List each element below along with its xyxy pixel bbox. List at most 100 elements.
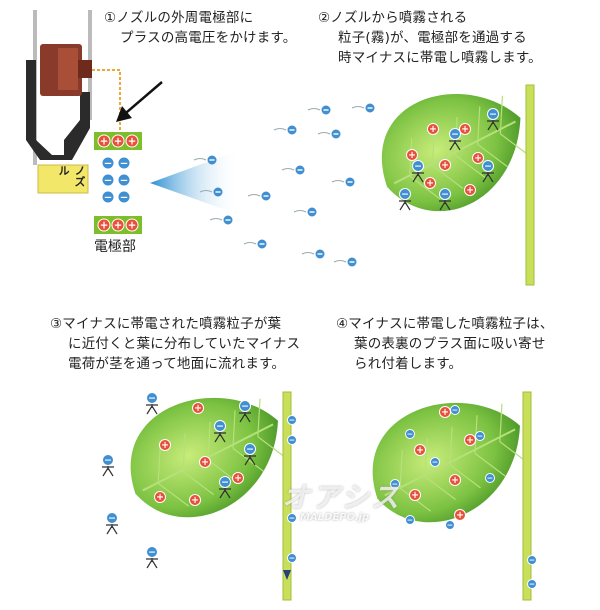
- svg-text:+: +: [474, 153, 482, 164]
- voltage-line: [92, 69, 121, 130]
- nozzle-tag: [37, 164, 89, 194]
- svg-text:+: +: [100, 136, 109, 147]
- svg-text:+: +: [128, 220, 137, 231]
- leaf3-minus-figure-1: −: [214, 420, 226, 443]
- svg-text:−: −: [529, 555, 535, 564]
- svg-text:−: −: [447, 520, 453, 529]
- leaf-panel-4: [372, 403, 531, 523]
- spray-cone: [150, 150, 240, 215]
- svg-text:−: −: [104, 455, 112, 466]
- leaf2-plus-3: +: [439, 159, 451, 171]
- stem-panel-2: [525, 84, 535, 286]
- nozzle-label: ノズル: [57, 165, 86, 187]
- leaf3-plus-1: +: [159, 439, 171, 451]
- svg-text:−: −: [289, 435, 295, 444]
- leaf4-plus-5: +: [454, 509, 466, 521]
- spray-droplet-3: [243, 239, 267, 249]
- svg-text:−: −: [529, 579, 535, 588]
- svg-text:−: −: [108, 513, 116, 524]
- svg-text:+: +: [100, 220, 109, 231]
- leaf3-plus-3: +: [154, 491, 166, 503]
- leaf2-minus-figure-3: −: [439, 188, 451, 211]
- svg-text:−: −: [104, 175, 113, 186]
- svg-text:−: −: [120, 175, 129, 186]
- svg-text:+: +: [114, 136, 123, 147]
- svg-text:+: +: [191, 495, 199, 506]
- svg-text:+: +: [408, 150, 416, 161]
- stem3-minus-0: −: [287, 415, 297, 425]
- electrode-bottom-plus-1: +: [111, 218, 125, 232]
- pointer-arrow-head: [116, 106, 132, 122]
- leaf4-minus-0: −: [450, 405, 460, 415]
- nozzle-clamp: [26, 60, 90, 160]
- svg-text:−: −: [401, 189, 409, 200]
- leaf3-plus-4: +: [189, 494, 201, 506]
- svg-text:−: −: [452, 405, 458, 414]
- svg-text:−: −: [487, 473, 493, 482]
- svg-text:−: −: [432, 457, 438, 466]
- svg-text:+: +: [411, 490, 419, 501]
- leaf3-minus-figure-3: −: [219, 476, 231, 499]
- spray-droplet-1: [199, 187, 223, 197]
- spray-droplet-9: [351, 103, 375, 113]
- nozzle-tip: [78, 60, 92, 78]
- step-4-line-3: られ付着します。: [354, 356, 463, 372]
- svg-text:−: −: [241, 401, 249, 412]
- step-3-line-3: 電荷が茎を通って地面に流れます。: [68, 356, 286, 372]
- svg-text:−: −: [246, 444, 254, 455]
- drift-figure-3: −: [146, 546, 158, 569]
- spray-droplet-0: [193, 155, 217, 165]
- step-4-text: ④マイナスに帯電した噴霧粒子は、 葉の表裏のプラス面に吸い寄せ られ付着します。: [336, 314, 554, 374]
- leaf4-plus-4: +: [409, 489, 421, 501]
- leaf2-plus-6: +: [464, 184, 476, 196]
- electrode-bottom-plus-2: +: [125, 218, 139, 232]
- step-3-line-1: ③マイナスに帯電された噴霧粒子が葉: [50, 316, 282, 332]
- leaf2-plus-2: +: [406, 149, 418, 161]
- leaf4-plus-2: +: [414, 444, 426, 456]
- svg-text:−: −: [289, 415, 295, 424]
- svg-text:−: −: [104, 192, 113, 203]
- svg-text:+: +: [441, 160, 449, 171]
- drift-figure-1: −: [102, 454, 114, 477]
- electrode-minus-3: −: [117, 173, 131, 187]
- spray-droplet-10: [331, 177, 355, 187]
- step-3-line-2: に近付くと葉に分布していたマイナス: [68, 336, 301, 352]
- svg-text:+: +: [194, 403, 202, 414]
- svg-text:−: −: [104, 158, 113, 169]
- svg-text:−: −: [441, 189, 449, 200]
- electrode-minus-1: −: [117, 156, 131, 170]
- watermark-site: MALDEPO.jp: [300, 512, 370, 523]
- electrode-label: 電極部: [94, 239, 136, 255]
- svg-text:+: +: [456, 510, 464, 521]
- electrode-bottom-plus-0: +: [97, 218, 111, 232]
- leaf2-plus-4: +: [472, 152, 484, 164]
- watermark-logo: オアシス: [282, 481, 401, 514]
- svg-text:+: +: [426, 178, 434, 189]
- step-4-line-2: 葉の表裏のプラス面に吸い寄せ: [354, 336, 546, 352]
- svg-text:−: −: [484, 161, 492, 172]
- leaf2-minus-figure-5: −: [399, 188, 411, 211]
- leaf4-minus-5: −: [390, 479, 400, 489]
- electrode-minus-5: −: [117, 190, 131, 204]
- step-2-text: ②ノズルから噴霧される 粒子(霧)が、電極部を通過する 時マイナスに帯電し噴霧し…: [318, 8, 542, 68]
- step-2-line-2: 粒子(霧)が、電極部を通過する: [338, 30, 527, 46]
- svg-text:+: +: [161, 440, 169, 451]
- spray-droplet-4: [247, 191, 271, 201]
- spray-droplet-7: [317, 129, 341, 139]
- step-3-text: ③マイナスに帯電された噴霧粒子が葉 に近付くと葉に分布していたマイナス 電荷が茎…: [50, 314, 300, 374]
- stem3-minus-3: −: [287, 553, 297, 563]
- svg-text:−: −: [407, 515, 413, 524]
- spray-droplet-2: [209, 215, 233, 225]
- spray-droplet-11: [293, 207, 317, 217]
- electrode-minus-2: −: [101, 173, 115, 187]
- svg-text:+: +: [156, 492, 164, 503]
- leaf2-plus-0: +: [427, 123, 439, 135]
- electrode-top-plus-0: +: [97, 134, 111, 148]
- svg-text:−: −: [120, 158, 129, 169]
- leaf2-minus-figure-4: −: [482, 160, 494, 183]
- svg-text:−: −: [216, 421, 224, 432]
- spray-droplet-12: [301, 249, 325, 259]
- leaf4-minus-1: −: [475, 431, 485, 441]
- svg-text:−: −: [489, 109, 497, 120]
